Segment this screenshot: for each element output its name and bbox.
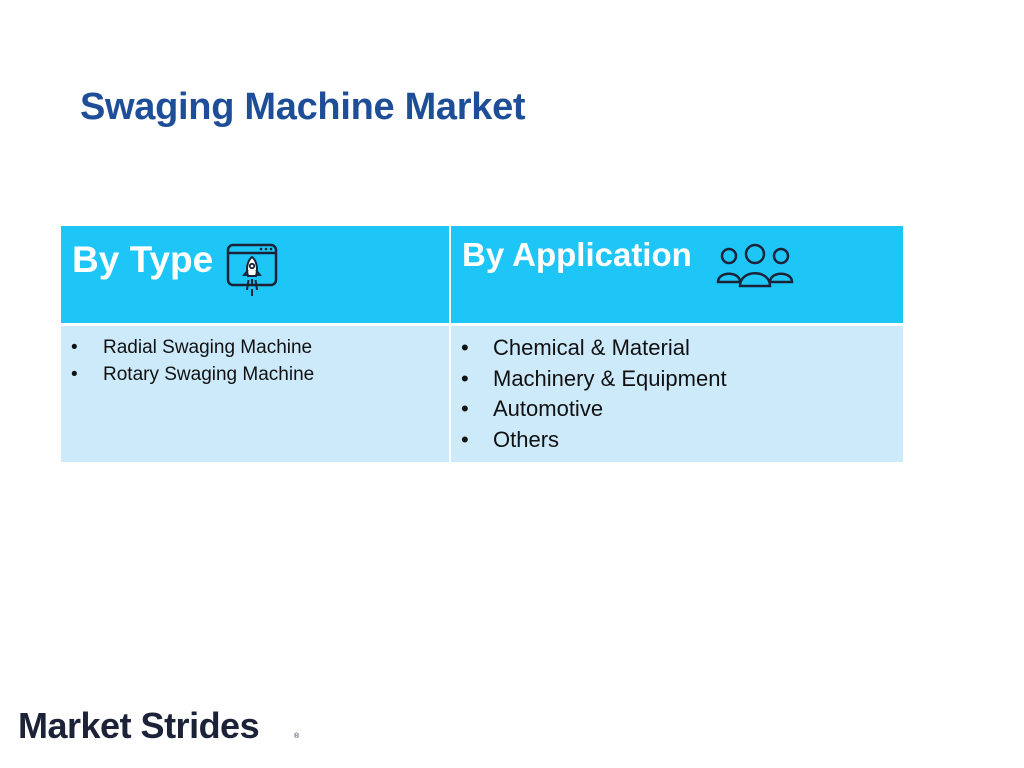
bullet: • bbox=[461, 365, 469, 391]
application-list: • Chemical & Material • Machinery & Equi… bbox=[461, 333, 727, 455]
type-list: • Radial Swaging Machine • Rotary Swagin… bbox=[71, 334, 314, 388]
bullet: • bbox=[71, 337, 78, 358]
header-cell-type: By Type bbox=[61, 226, 449, 323]
bullet: • bbox=[71, 364, 78, 385]
body-cell-type: • Radial Swaging Machine • Rotary Swagin… bbox=[61, 326, 449, 462]
list-item-label: Machinery & Equipment bbox=[493, 365, 727, 391]
brand-logo: Market Strides bbox=[18, 705, 260, 746]
bullet: • bbox=[461, 396, 469, 421]
list-item: • Rotary Swaging Machine bbox=[71, 361, 314, 388]
rocket-launch-icon bbox=[226, 243, 278, 296]
bullet: • bbox=[461, 426, 469, 452]
list-item: • Automotive bbox=[461, 394, 727, 425]
registered-mark: ® bbox=[294, 733, 300, 740]
list-item-label: Chemical & Material bbox=[493, 335, 690, 360]
header-cell-application: By Application bbox=[451, 226, 903, 323]
bullet: • bbox=[461, 335, 469, 360]
list-item-label: Automotive bbox=[493, 396, 604, 421]
page-title: Swaging Machine Market bbox=[80, 86, 526, 128]
header-label-application: By Application bbox=[462, 236, 692, 273]
header-label-type: By Type bbox=[72, 239, 214, 280]
body-cell-application: • Chemical & Material • Machinery & Equi… bbox=[451, 326, 903, 462]
list-item-label: Rotary Swaging Machine bbox=[103, 364, 315, 385]
list-item: • Machinery & Equipment bbox=[461, 364, 727, 395]
list-item-label: Radial Swaging Machine bbox=[103, 337, 313, 358]
users-group-icon bbox=[716, 243, 794, 288]
list-item: • Chemical & Material bbox=[461, 333, 727, 364]
list-item-label: Others bbox=[493, 426, 560, 452]
list-item: • Radial Swaging Machine bbox=[71, 334, 314, 361]
list-item: • Others bbox=[461, 425, 727, 456]
